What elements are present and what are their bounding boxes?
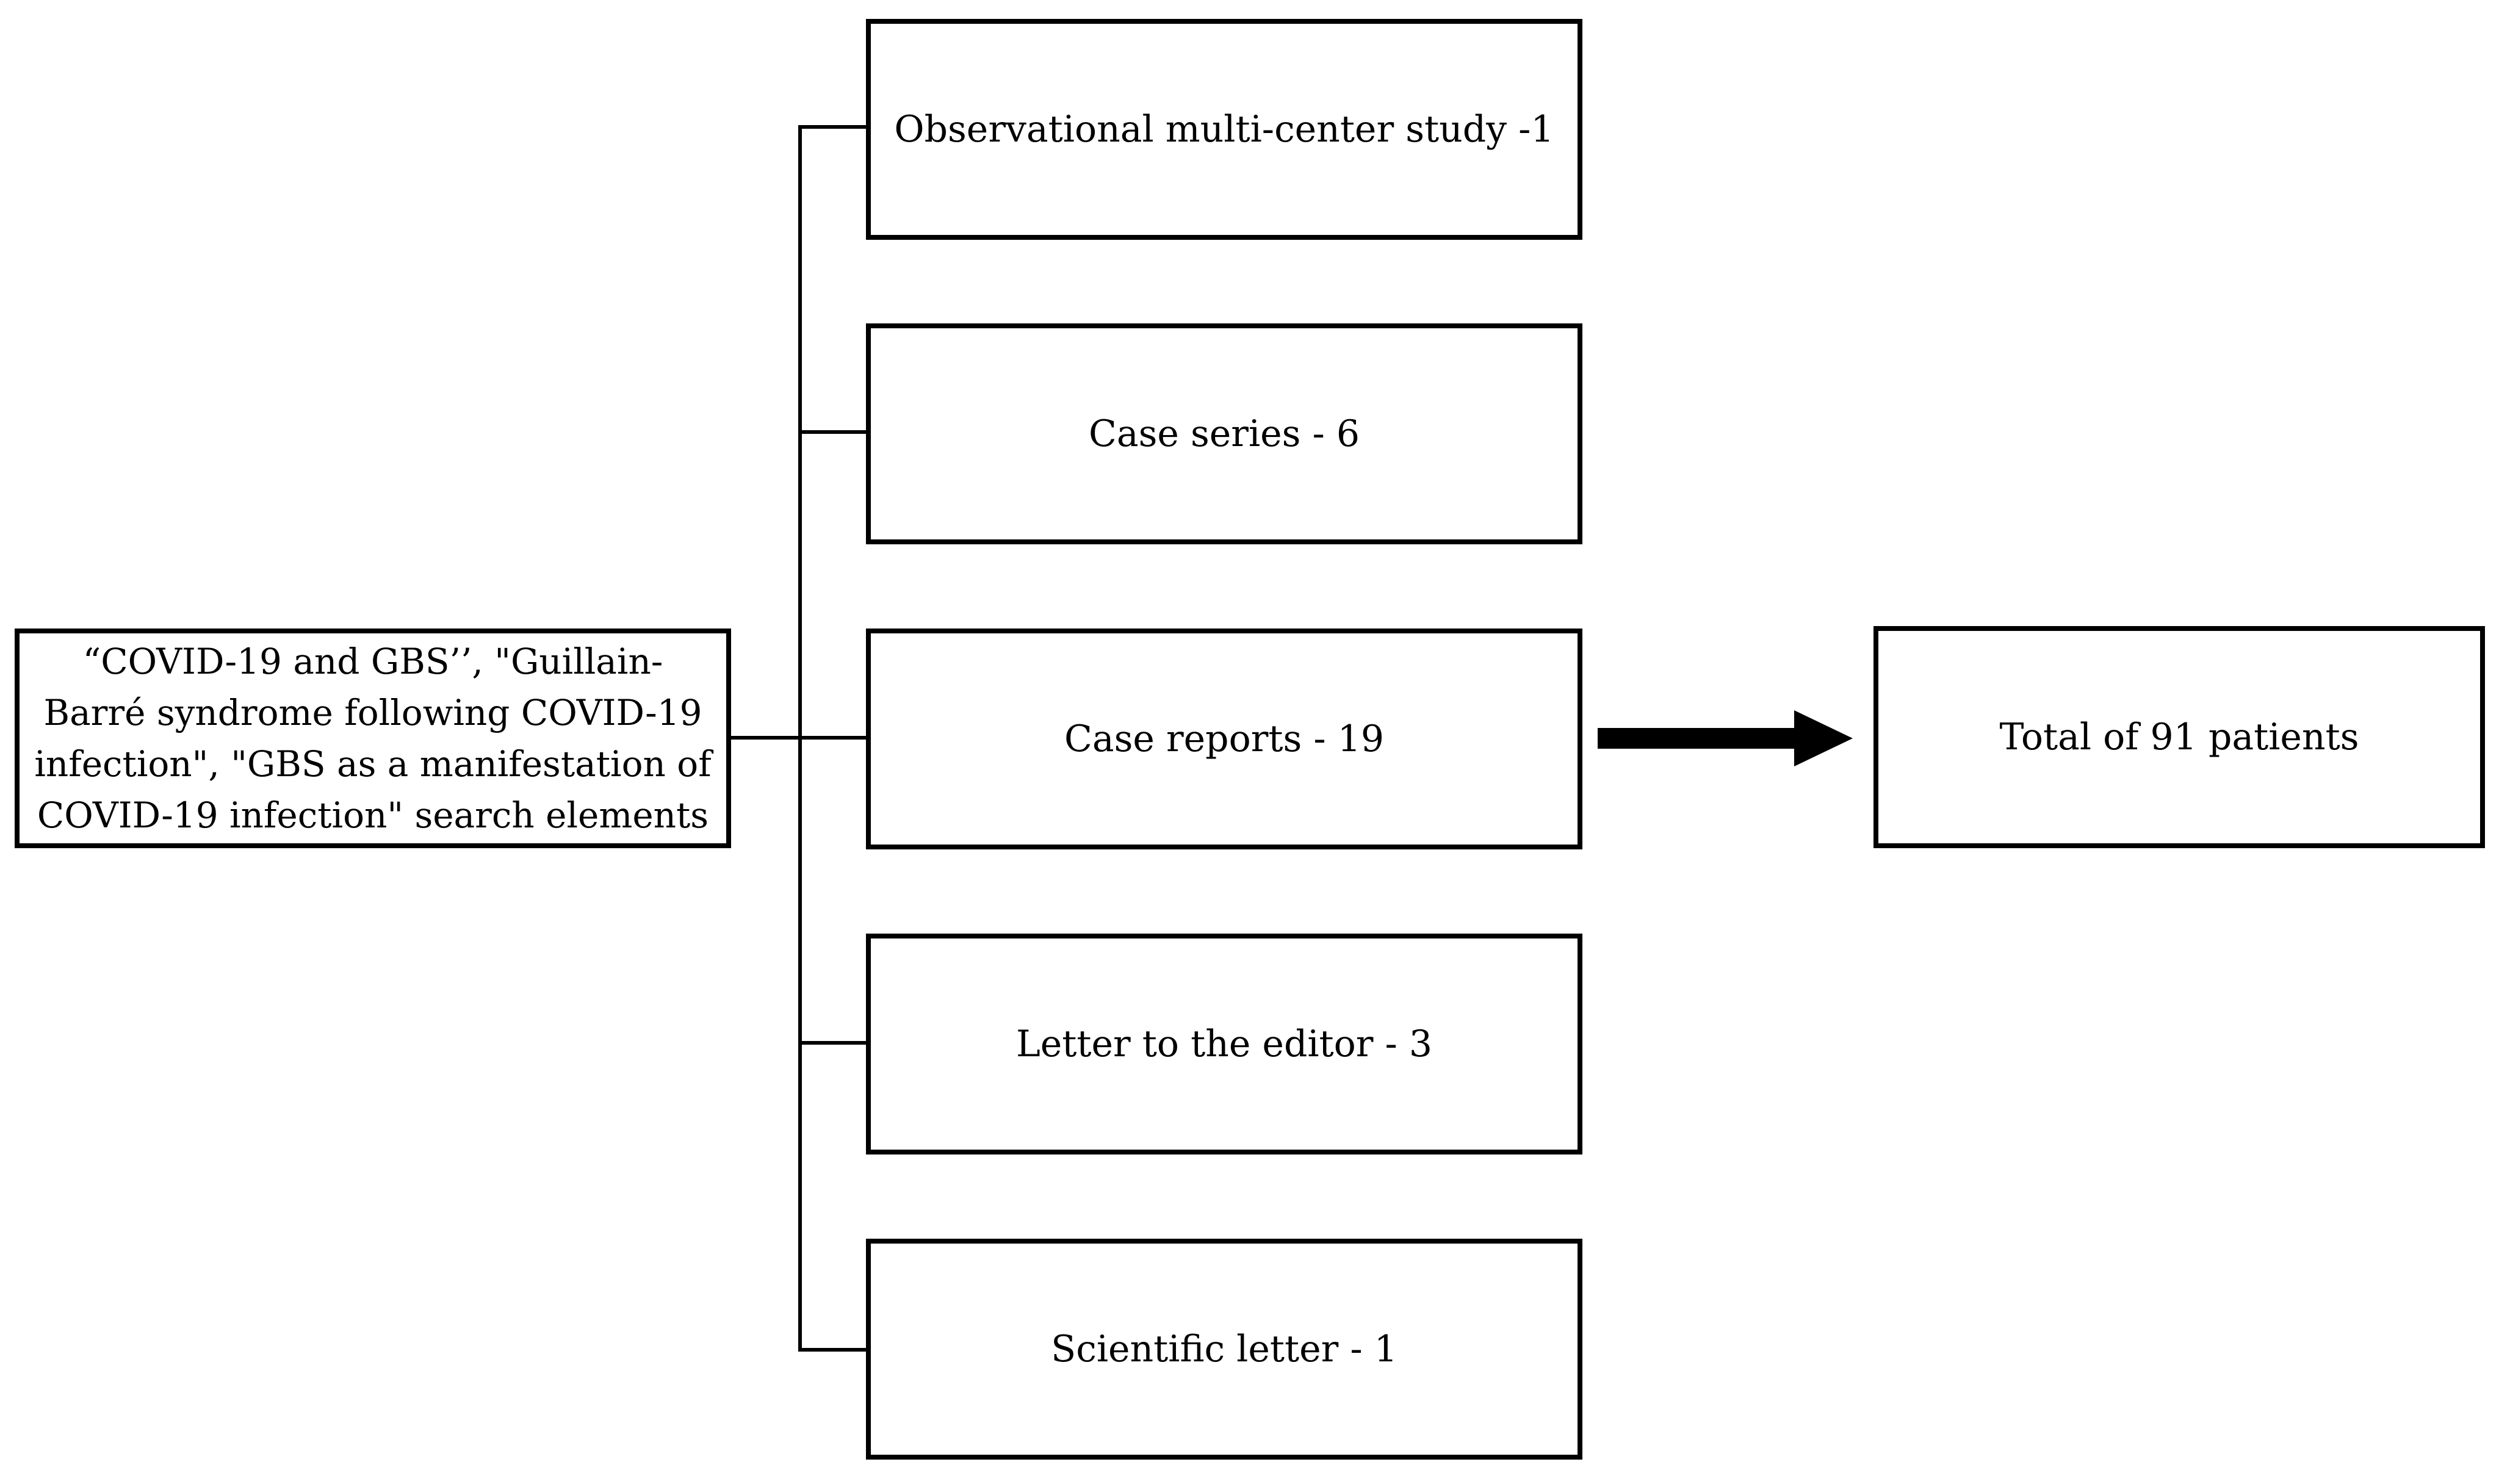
source-line: Barré syndrome following COVID-19 xyxy=(43,692,702,733)
category-box-letter-to-editor: Letter to the editor - 3 xyxy=(866,934,1582,1154)
source-line: “COVID-19 and GBS’’, "Guillain- xyxy=(82,641,663,682)
result-total-box: Total of 91 patients xyxy=(1873,626,2485,848)
category-box-case-series: Case series - 6 xyxy=(866,323,1582,544)
category-box-case-reports: Case reports - 19 xyxy=(866,629,1582,849)
category-box-scientific-letter: Scientific letter - 1 xyxy=(866,1239,1582,1460)
category-label: Scientific letter - 1 xyxy=(1051,1327,1397,1371)
source-line: COVID-19 infection" search elements xyxy=(37,794,709,836)
category-box-observational-study: Observational multi-center study -1 xyxy=(866,19,1582,240)
source-search-box: “COVID-19 and GBS’’, "Guillain- Barré sy… xyxy=(15,629,731,848)
result-label: Total of 91 patients xyxy=(1999,715,2359,758)
source-line: infection", "GBS as a manifestation of xyxy=(34,743,712,785)
category-label: Letter to the editor - 3 xyxy=(1015,1022,1433,1065)
arrow-icon xyxy=(1598,710,1853,766)
category-label: Observational multi-center study -1 xyxy=(894,107,1554,151)
category-label: Case series - 6 xyxy=(1088,412,1360,455)
source-search-text: “COVID-19 and GBS’’, "Guillain- Barré sy… xyxy=(34,636,711,841)
category-label: Case reports - 19 xyxy=(1064,717,1385,760)
